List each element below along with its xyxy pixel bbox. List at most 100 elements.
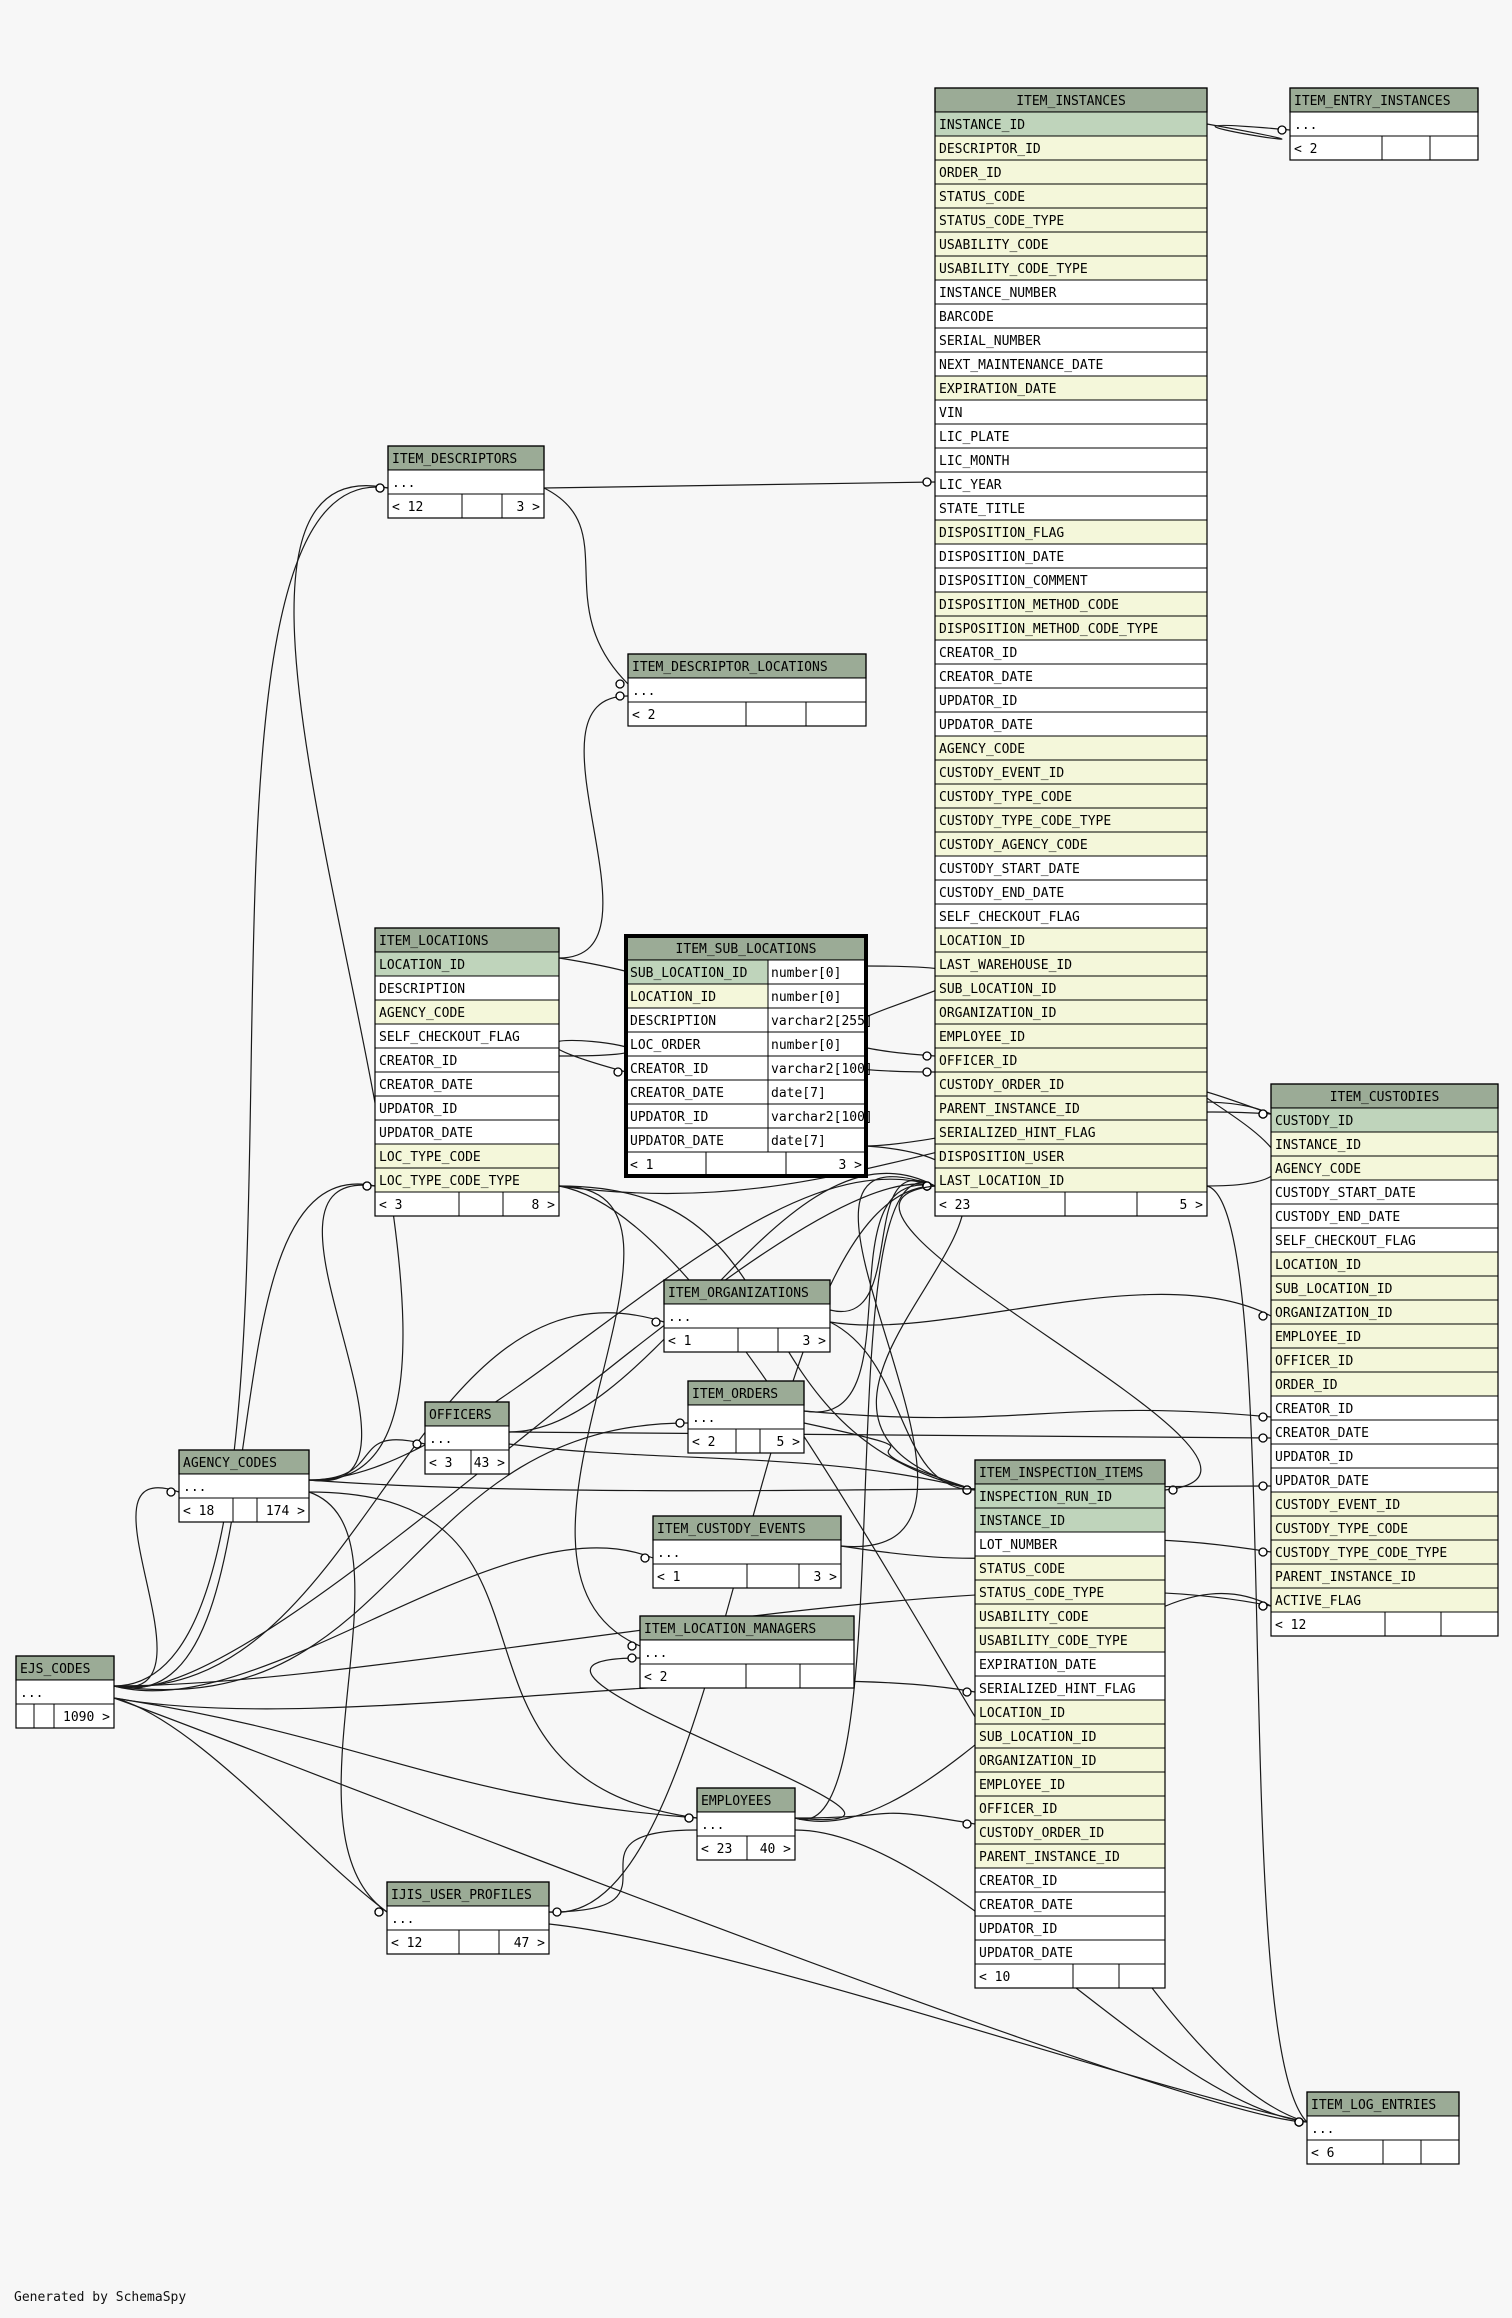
column-row[interactable]: SERIALIZED_HINT_FLAG [974,1675,1166,1701]
column-row[interactable]: STATUS_CODE [974,1555,1166,1581]
column-row[interactable]: PARENT_INSTANCE_ID [974,1843,1166,1869]
column-row[interactable]: CUSTODY_TYPE_CODE_TYPE [934,807,1208,833]
column-row[interactable]: USABILITY_CODE [934,231,1208,257]
column-row[interactable]: varchar2[100]UPDATOR_ID [625,1103,873,1129]
column-row[interactable]: ... [696,1811,796,1837]
column-row[interactable]: INSTANCE_ID [934,111,1208,137]
column-row[interactable]: number[0]LOC_ORDER [625,1031,867,1057]
column-row[interactable]: DESCRIPTION [374,975,560,1001]
column-row[interactable]: DISPOSITION_COMMENT [934,567,1208,593]
table-item-location-managers[interactable]: ITEM_LOCATION_MANAGERS...< 2 [639,1615,855,1689]
column-row[interactable]: LOC_TYPE_CODE [374,1143,560,1169]
column-row[interactable]: OFFICER_ID [974,1795,1166,1821]
column-row[interactable]: LOT_NUMBER [974,1531,1166,1557]
column-row[interactable]: DISPOSITION_USER [934,1143,1208,1169]
column-row[interactable]: UPDATOR_ID [934,687,1208,713]
column-row[interactable]: SELF_CHECKOUT_FLAG [374,1023,560,1049]
column-row[interactable]: UPDATOR_ID [1270,1443,1499,1469]
column-row[interactable]: STATUS_CODE_TYPE [974,1579,1166,1605]
column-row[interactable]: LOC_TYPE_CODE_TYPE [374,1167,560,1193]
table-item-locations[interactable]: ITEM_LOCATIONSLOCATION_IDDESCRIPTIONAGEN… [374,927,560,1217]
column-row[interactable]: CUSTODY_END_DATE [934,879,1208,905]
column-row[interactable]: SERIAL_NUMBER [934,327,1208,353]
column-row[interactable]: CUSTODY_END_DATE [1270,1203,1499,1229]
column-row[interactable]: LAST_WAREHOUSE_ID [934,951,1208,977]
column-row[interactable]: ... [1306,2115,1460,2141]
column-row[interactable]: CREATOR_DATE [374,1071,560,1097]
column-row[interactable]: UPDATOR_DATE [974,1939,1166,1965]
column-row[interactable]: ... [652,1539,842,1565]
column-row[interactable]: INSPECTION_RUN_ID [974,1483,1166,1509]
column-row[interactable]: ORGANIZATION_ID [934,999,1208,1025]
column-row[interactable]: CREATOR_ID [934,639,1208,665]
table-header[interactable] [639,1615,855,1641]
column-row[interactable]: CUSTODY_ORDER_ID [934,1071,1208,1097]
column-row[interactable]: ORDER_ID [1270,1371,1499,1397]
column-row[interactable]: ... [15,1679,115,1705]
column-row[interactable]: SUB_LOCATION_ID [934,975,1208,1001]
column-row[interactable]: OFFICER_ID [934,1047,1208,1073]
column-row[interactable]: CUSTODY_EVENT_ID [934,759,1208,785]
column-row[interactable]: number[0]LOCATION_ID [625,983,867,1009]
column-row[interactable]: LIC_YEAR [934,471,1208,497]
column-row[interactable]: SELF_CHECKOUT_FLAG [1270,1227,1499,1253]
column-row[interactable]: DISPOSITION_METHOD_CODE_TYPE [934,615,1208,641]
table-item-custodies[interactable]: ITEM_CUSTODIESCUSTODY_IDINSTANCE_IDAGENC… [1270,1083,1499,1637]
column-row[interactable]: varchar2[255]DESCRIPTION [625,1007,873,1033]
table-item-inspection-items[interactable]: ITEM_INSPECTION_ITEMSINSPECTION_RUN_IDIN… [974,1459,1166,1989]
column-row[interactable]: ... [178,1473,310,1499]
column-row[interactable]: STATUS_CODE_TYPE [934,207,1208,233]
column-row[interactable]: CUSTODY_TYPE_CODE [934,783,1208,809]
column-row[interactable]: ORGANIZATION_ID [974,1747,1166,1773]
column-row[interactable]: ... [639,1639,855,1665]
table-header[interactable] [696,1787,796,1813]
column-row[interactable]: CREATOR_DATE [974,1891,1166,1917]
column-row[interactable]: ... [627,677,867,703]
column-row[interactable]: ... [1289,111,1479,137]
column-row[interactable]: NEXT_MAINTENANCE_DATE [934,351,1208,377]
column-row[interactable]: DISPOSITION_METHOD_CODE [934,591,1208,617]
column-row[interactable]: CREATOR_ID [974,1867,1166,1893]
column-row[interactable]: CUSTODY_AGENCY_CODE [934,831,1208,857]
column-row[interactable]: ACTIVE_FLAG [1270,1587,1499,1613]
column-row[interactable]: LIC_PLATE [934,423,1208,449]
column-row[interactable]: USABILITY_CODE_TYPE [974,1627,1166,1653]
column-row[interactable]: USABILITY_CODE_TYPE [934,255,1208,281]
column-row[interactable]: date[7]UPDATOR_DATE [625,1127,867,1153]
column-row[interactable]: LOCATION_ID [974,1699,1166,1725]
column-row[interactable]: DISPOSITION_DATE [934,543,1208,569]
column-row[interactable]: OFFICER_ID [1270,1347,1499,1373]
column-row[interactable]: EMPLOYEE_ID [934,1023,1208,1049]
column-row[interactable]: INSTANCE_NUMBER [934,279,1208,305]
column-row[interactable]: CUSTODY_EVENT_ID [1270,1491,1499,1517]
column-row[interactable]: PARENT_INSTANCE_ID [1270,1563,1499,1589]
column-row[interactable]: CUSTODY_TYPE_CODE [1270,1515,1499,1541]
column-row[interactable]: SELF_CHECKOUT_FLAG [934,903,1208,929]
table-item-sub-locations[interactable]: ITEM_SUB_LOCATIONSnumber[0]SUB_LOCATION_… [624,934,873,1178]
column-row[interactable]: ... [387,469,545,495]
column-row[interactable]: STATE_TITLE [934,495,1208,521]
column-row[interactable]: CREATOR_ID [374,1047,560,1073]
column-row[interactable]: EXPIRATION_DATE [974,1651,1166,1677]
table-item-entry-instances[interactable]: ITEM_ENTRY_INSTANCES...< 2 [1289,87,1479,161]
column-row[interactable]: UPDATOR_DATE [1270,1467,1499,1493]
table-header[interactable] [974,1459,1166,1485]
column-row[interactable]: UPDATOR_DATE [934,711,1208,737]
column-row[interactable]: EMPLOYEE_ID [1270,1323,1499,1349]
column-row[interactable]: STATUS_CODE [934,183,1208,209]
table-header[interactable] [424,1401,510,1427]
column-row[interactable]: CREATOR_DATE [934,663,1208,689]
table-header[interactable] [934,87,1208,113]
column-row[interactable]: CUSTODY_ID [1270,1107,1499,1133]
table-ejs-codes[interactable]: EJS_CODES...1090 > [15,1655,115,1729]
table-item-descriptor-locations[interactable]: ITEM_DESCRIPTOR_LOCATIONS...< 2 [627,653,867,727]
table-item-log-entries[interactable]: ITEM_LOG_ENTRIES...< 6 [1306,2091,1460,2165]
column-row[interactable]: USABILITY_CODE [974,1603,1166,1629]
column-row[interactable]: CUSTODY_START_DATE [934,855,1208,881]
column-row[interactable]: ... [663,1303,831,1329]
